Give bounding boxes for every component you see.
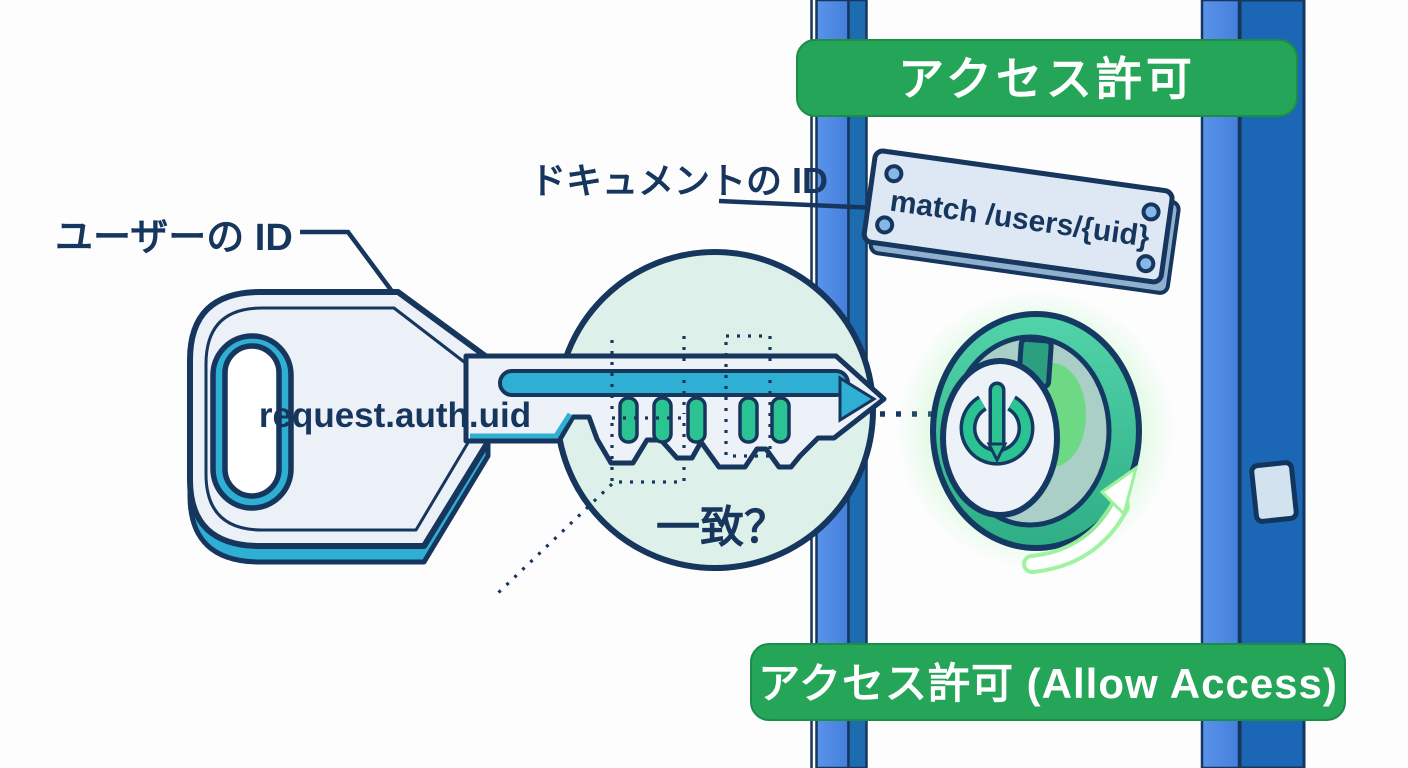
rotate-arrow-shaft (1026, 500, 1126, 570)
rules-plaque-face (861, 148, 1175, 285)
dotted-guide-line (495, 482, 614, 596)
lock-dial-icon (896, 290, 1176, 574)
plaque-screw-icon (875, 215, 895, 235)
key-tip (838, 375, 877, 423)
lock-pin (738, 396, 759, 444)
key-illustration: request.auth.uid (187, 289, 887, 565)
measurement-dotted-lines (495, 334, 772, 596)
dotted-guide-box (610, 416, 686, 484)
door-panel-right (1238, 0, 1306, 768)
power-icon-stem-point (986, 442, 1008, 464)
key-engraving-text: request.auth.uid (259, 396, 531, 435)
badge-access-granted-top: アクセス許可 (796, 39, 1298, 117)
match-question-text: 一致？ (656, 503, 788, 552)
plaque-screw-icon (1136, 254, 1156, 274)
key-head-inner-outline (204, 306, 474, 532)
door-frame-right (1200, 0, 1306, 768)
rotate-arrow-head (1099, 464, 1139, 517)
badge-top-text: アクセス許可 (898, 53, 1196, 105)
badge-bottom-background (750, 643, 1346, 721)
badge-bottom-text: アクセス許可 (Allow Access) (758, 660, 1338, 707)
badge-access-granted-bottom: アクセス許可 (Allow Access) (750, 643, 1346, 721)
key-slot-hole (222, 343, 282, 499)
plaque-screw-icon (1141, 202, 1161, 222)
dotted-guide-box (724, 334, 772, 458)
user-id-callout-label: ユーザーの ID (55, 217, 293, 259)
user-id-callout-line (300, 229, 396, 296)
lock-pin (686, 396, 707, 444)
badge-top-background (796, 39, 1298, 117)
plaque-screw-icon (884, 164, 904, 184)
lock-pin (770, 396, 791, 444)
door-handle-plate (1249, 460, 1299, 524)
key-shaft-stripe (498, 369, 850, 397)
rules-plaque: match /users/{uid} (861, 148, 1181, 295)
key-shaft-teal-edge (470, 412, 573, 439)
lock-pin (652, 396, 673, 444)
lock-pin (618, 396, 639, 444)
document-id-callout-label: ドキュメントの ID (530, 160, 828, 201)
document-id-callout-line (718, 198, 878, 211)
